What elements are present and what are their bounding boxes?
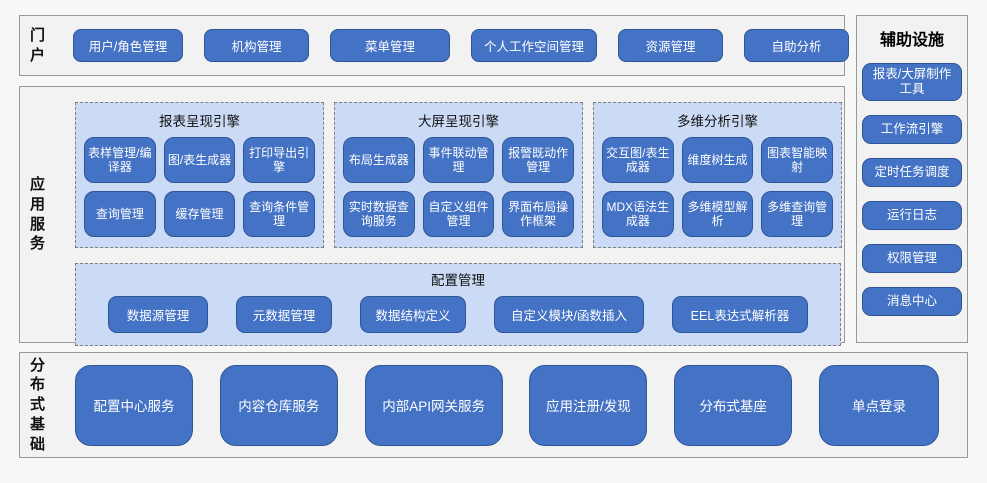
portal-panel: 门户 用户/角色管理 机构管理 菜单管理 个人工作空间管理 资源管理 自助分析 [19,15,850,76]
module-chart-table-generator[interactable]: 图/表生成器 [163,137,236,183]
report-render-engine-group: 报表呈现引擎 表样管理/编译器 图/表生成器 打印导出引擎 查询管理 缓存管理 … [75,102,324,248]
module-workflow-engine[interactable]: 工作流引擎 [862,115,962,144]
module-config-center-service[interactable]: 配置中心服务 [75,364,193,446]
auxiliary-title: 辅助设施 [879,32,944,49]
module-data-structure-definition[interactable]: 数据结构定义 [360,296,466,333]
module-distributed-base[interactable]: 分布式基座 [674,364,793,446]
distributed-base-modules: 配置中心服务 内容仓库服务 内部API网关服务 应用注册/发现 分布式基座 单点… [75,364,939,446]
module-personal-workspace-management[interactable]: 个人工作空间管理 [471,29,598,62]
module-message-center[interactable]: 消息中心 [862,287,962,316]
module-custom-module-function-insert[interactable]: 自定义模块/函数插入 [494,296,644,333]
report-render-engine-title: 报表呈现引擎 [159,114,240,129]
module-realtime-data-query-service[interactable]: 实时数据查询服务 [343,191,415,237]
module-report-dashboard-design-tool[interactable]: 报表/大屏制作工具 [862,63,962,101]
module-cache-management[interactable]: 缓存管理 [163,191,236,237]
distributed-base-panel: 分布式基础 配置中心服务 内容仓库服务 内部API网关服务 应用注册/发现 分布… [19,352,968,458]
module-org-management[interactable]: 机构管理 [204,29,309,62]
module-interactive-chart-generator[interactable]: 交互图/表生成器 [602,137,674,183]
module-print-export-engine[interactable]: 打印导出引擎 [243,137,315,183]
dashboard-render-engine-title: 大屏呈现引擎 [418,114,499,129]
module-permission-management[interactable]: 权限管理 [862,244,962,273]
module-menu-management[interactable]: 菜单管理 [330,29,450,62]
module-template-management-compiler[interactable]: 表样管理/编译器 [84,137,156,183]
module-eel-expression-parser[interactable]: EEL表达式解析器 [672,296,808,333]
module-mdx-syntax-generator[interactable]: MDX语法生成器 [602,191,674,237]
module-scheduled-task-scheduler[interactable]: 定时任务调度 [862,158,962,187]
module-self-service-analysis[interactable]: 自助分析 [744,29,850,62]
olap-analysis-engine-grid: 交互图/表生成器 维度树生成 图表智能映射 MDX语法生成器 多维模型解析 多维… [602,137,833,237]
module-chart-smart-mapping[interactable]: 图表智能映射 [761,137,833,183]
module-metadata-management[interactable]: 元数据管理 [236,296,332,333]
config-management-title: 配置管理 [431,273,485,288]
report-render-engine-grid: 表样管理/编译器 图/表生成器 打印导出引擎 查询管理 缓存管理 查询条件管理 [84,137,315,237]
dashboard-render-engine-grid: 布局生成器 事件联动管理 报警既动作管理 实时数据查询服务 自定义组件管理 界面… [343,137,574,237]
module-query-management[interactable]: 查询管理 [84,191,156,237]
portal-label: 门户 [30,26,46,64]
module-datasource-management[interactable]: 数据源管理 [108,296,208,333]
module-app-register-discovery[interactable]: 应用注册/发现 [529,364,648,446]
app-services-label: 应用服务 [30,175,46,253]
module-multidim-query-management[interactable]: 多维查询管理 [761,191,833,237]
distributed-base-label: 分布式基础 [30,356,46,453]
olap-analysis-engine-title: 多维分析引擎 [677,114,758,129]
module-dimension-tree-generation[interactable]: 维度树生成 [681,137,754,183]
module-content-repository-service[interactable]: 内容仓库服务 [219,364,338,446]
module-event-linkage-management[interactable]: 事件联动管理 [422,137,495,183]
module-multidim-model-parsing[interactable]: 多维模型解析 [681,191,754,237]
module-single-sign-on[interactable]: 单点登录 [818,364,939,446]
dashboard-render-engine-group: 大屏呈现引擎 布局生成器 事件联动管理 报警既动作管理 实时数据查询服务 自定义… [334,102,583,248]
module-layout-generator[interactable]: 布局生成器 [343,137,415,183]
module-resource-management[interactable]: 资源管理 [618,29,724,62]
olap-analysis-engine-group: 多维分析引擎 交互图/表生成器 维度树生成 图表智能映射 MDX语法生成器 多维… [593,102,842,248]
module-run-log[interactable]: 运行日志 [862,201,962,230]
module-ui-layout-operation-framework[interactable]: 界面布局操作框架 [502,191,574,237]
app-services-content: 报表呈现引擎 表样管理/编译器 图/表生成器 打印导出引擎 查询管理 缓存管理 … [47,102,847,346]
auxiliary-panel: 辅助设施 报表/大屏制作工具 工作流引擎 定时任务调度 运行日志 权限管理 消息… [856,15,968,343]
app-services-panel: 应用服务 报表呈现引擎 表样管理/编译器 图/表生成器 打印导出引擎 查询管理 … [19,86,847,346]
module-custom-component-management[interactable]: 自定义组件管理 [422,191,495,237]
engine-groups: 报表呈现引擎 表样管理/编译器 图/表生成器 打印导出引擎 查询管理 缓存管理 … [75,102,842,248]
auxiliary-modules: 报表/大屏制作工具 工作流引擎 定时任务调度 运行日志 权限管理 消息中心 [862,63,962,316]
module-user-role-management[interactable]: 用户/角色管理 [73,29,183,62]
portal-modules: 用户/角色管理 机构管理 菜单管理 个人工作空间管理 资源管理 自助分析 [73,29,850,62]
config-management-row: 数据源管理 元数据管理 数据结构定义 自定义模块/函数插入 EEL表达式解析器 [86,296,830,333]
module-internal-api-gateway-service[interactable]: 内部API网关服务 [364,364,503,446]
config-management-group: 配置管理 数据源管理 元数据管理 数据结构定义 自定义模块/函数插入 EEL表达… [75,263,841,346]
module-query-condition-management[interactable]: 查询条件管理 [243,191,315,237]
module-alarm-action-management[interactable]: 报警既动作管理 [502,137,574,183]
